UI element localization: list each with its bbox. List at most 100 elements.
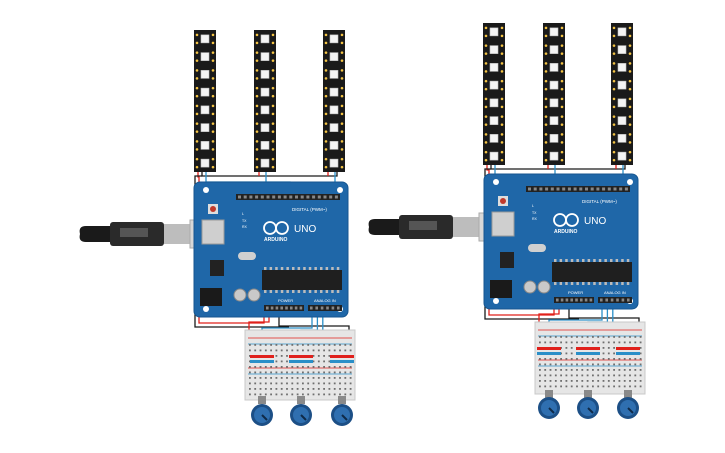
solder-pad: [211, 77, 215, 80]
mounting-hole: [493, 298, 499, 304]
solder-pad: [255, 104, 259, 108]
jumper: [616, 347, 640, 350]
potentiometer-knob-icon: [617, 390, 639, 419]
breadboard-hole: [592, 374, 594, 377]
breadboard-hole: [586, 380, 589, 382]
breadboard-hole: [570, 341, 573, 344]
breadboard-hole: [349, 382, 352, 385]
breadboard-hole: [344, 377, 347, 379]
header-pin: [610, 298, 614, 302]
breadboard-hole: [560, 341, 562, 344]
header-pin: [605, 298, 608, 302]
breadboard-hole: [634, 380, 637, 382]
header-pin: [272, 195, 276, 199]
pot-legs: [584, 390, 592, 398]
breadboard-hole: [291, 393, 294, 396]
header-pin: [255, 195, 259, 199]
solder-pad: [255, 59, 259, 62]
solder-pad: [195, 51, 199, 54]
breadboard-hole: [249, 393, 251, 396]
breadboard-hole: [634, 336, 637, 338]
breadboard-hole: [602, 380, 605, 382]
solder-pad: [500, 26, 504, 30]
header-pin: [312, 195, 316, 199]
breadboard-hole: [618, 369, 621, 371]
breadboard-hole: [264, 371, 267, 374]
breadboard-hole: [259, 366, 262, 368]
breadboard-hole: [302, 366, 304, 368]
solder-pad: [324, 104, 328, 108]
breadboard-hole: [349, 377, 352, 379]
solder-pad: [628, 34, 632, 38]
breadboard-hole: [629, 369, 631, 371]
breadboard-hole: [549, 385, 552, 388]
breadboard-hole: [307, 366, 310, 368]
led-pixel: [617, 98, 627, 108]
solder-pad: [484, 70, 488, 73]
mounting-hole: [203, 306, 209, 312]
breadboard-hole: [328, 366, 331, 368]
potentiometer-knob-icon: [251, 396, 273, 426]
breadboard-hole: [586, 385, 589, 388]
breadboard-hole: [565, 347, 568, 349]
solder-pad: [612, 26, 616, 30]
breadboard-hole: [565, 369, 568, 371]
solder-pad: [324, 157, 328, 161]
breadboard-hole: [302, 377, 304, 379]
solder-pad: [500, 87, 504, 91]
breadboard-hole: [586, 369, 589, 371]
breadboard-hole: [307, 393, 310, 396]
breadboard-hole: [259, 393, 262, 396]
solder-pad: [195, 69, 199, 72]
breadboard-hole: [549, 374, 552, 377]
header-pin: [299, 306, 303, 310]
jumper: [289, 360, 313, 363]
breadboard-hole: [349, 349, 352, 352]
breadboard-hole: [613, 341, 615, 344]
led-pixel: [617, 80, 627, 90]
breadboard-hole: [302, 371, 304, 374]
breadboard-hole: [312, 344, 315, 346]
solder-pad: [484, 133, 488, 136]
breadboard-hole: [264, 377, 267, 379]
solder-pad: [544, 141, 548, 144]
breadboard-hole: [339, 349, 341, 352]
led-pixel: [489, 116, 499, 125]
breadboard-hole: [344, 382, 347, 385]
breadboard-hole: [597, 385, 600, 388]
breadboard-hole: [270, 382, 272, 385]
breadboard-hole: [291, 366, 294, 368]
breadboard-hole: [307, 349, 310, 352]
breadboard-hole: [554, 358, 557, 360]
breadboard-hole: [270, 366, 272, 368]
chip-pin: [292, 290, 295, 293]
breadboard-hole: [339, 371, 341, 374]
solder-pad: [628, 105, 632, 109]
breadboard-hole: [286, 388, 288, 390]
chip-pin: [593, 282, 596, 285]
breadboard-hole: [565, 380, 568, 382]
chip-pin: [336, 267, 340, 270]
header-pin: [619, 187, 623, 191]
breadboard-hole: [254, 393, 257, 396]
solder-pad: [544, 123, 548, 126]
breadboard-hole: [602, 369, 605, 371]
solder-pad: [560, 141, 564, 144]
breadboard-hole: [613, 347, 615, 349]
solder-pad: [560, 52, 564, 55]
breadboard-hole: [549, 380, 552, 382]
chip-pin: [615, 259, 619, 262]
breadboard-body: [534, 321, 646, 395]
led-strip-body: [254, 30, 276, 172]
solder-pad: [255, 41, 259, 45]
breadboard-hole: [286, 366, 288, 368]
breadboard-hole: [539, 358, 541, 360]
usb-b-jack: [491, 211, 515, 237]
chip-pin: [264, 290, 267, 293]
led-pixel: [549, 45, 559, 54]
solder-pad: [560, 133, 564, 136]
breadboard-hole: [323, 366, 325, 368]
led-pixel: [329, 105, 339, 115]
breadboard-hole: [275, 355, 278, 357]
breadboard-hole: [634, 385, 637, 388]
